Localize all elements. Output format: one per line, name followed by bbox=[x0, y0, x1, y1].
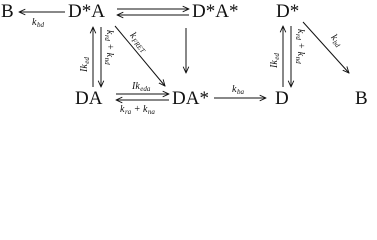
species-da-star-star: D*A* bbox=[192, 1, 239, 22]
species-d-star: D* bbox=[276, 1, 300, 22]
arrow-fret bbox=[114, 25, 165, 86]
rate-ik-ed-left: Iked bbox=[79, 57, 91, 72]
rate-k-ba: kba bbox=[232, 84, 244, 97]
species-b-bottom: B bbox=[355, 88, 368, 109]
rate-k-ra-plus-k-na: kra + kna bbox=[120, 104, 155, 117]
arrow-d-star-to-b bbox=[302, 21, 349, 73]
reaction-arrows bbox=[0, 0, 377, 118]
rate-k-rd-plus-k-nd-left: krd + knd bbox=[103, 30, 115, 65]
rate-k-rd-plus-k-nd-right: krd + knd bbox=[294, 29, 306, 64]
species-d: D bbox=[275, 88, 289, 109]
species-da: DA bbox=[75, 88, 103, 109]
kinetic-scheme: B D*A D*A* D* DA DA* D B kbd Iked krd + … bbox=[0, 0, 377, 118]
rate-k-bd: kbd bbox=[32, 17, 44, 30]
rate-ik-ed-right: Iked bbox=[269, 53, 281, 68]
species-da-star-top: D*A bbox=[68, 1, 105, 22]
species-da-bottom-star: DA* bbox=[172, 88, 209, 109]
species-b-top: B bbox=[1, 1, 14, 22]
rate-ik-eda: Ikeda bbox=[132, 81, 151, 94]
